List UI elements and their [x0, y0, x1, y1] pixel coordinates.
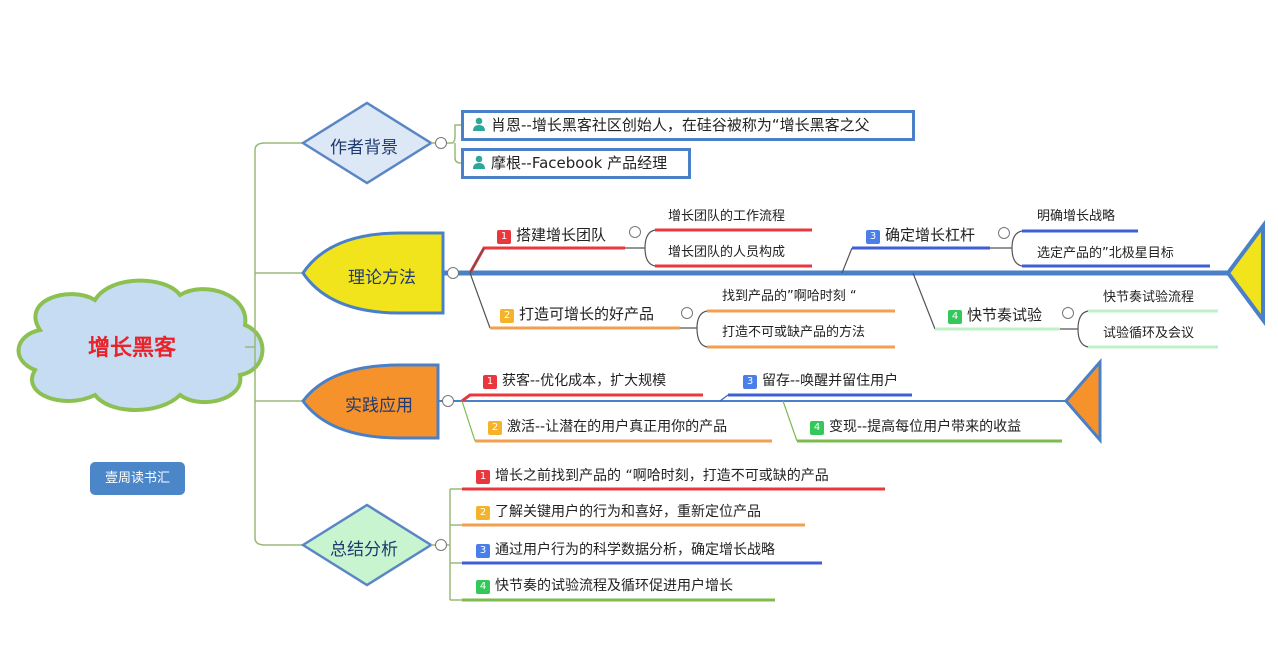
number-2-icon: 2 [476, 506, 490, 520]
person-icon [473, 117, 485, 131]
stem [245, 142, 303, 546]
brand-badge: 壹周读书汇 [90, 462, 185, 495]
number-4-icon: 4 [948, 310, 962, 324]
collapse-toggle[interactable] [435, 137, 447, 149]
theory-group[interactable]: 3 确定增长杠杆 [866, 226, 975, 244]
number-2-icon: 2 [500, 309, 514, 323]
theory-fish-head [1225, 219, 1265, 327]
summary-item[interactable]: 4 快节奏的试验流程及循环促进用户增长 [476, 577, 733, 595]
number-3-icon: 3 [743, 375, 757, 389]
theory-subitem[interactable]: 快节奏试验流程 [1103, 290, 1195, 305]
author-node[interactable]: 作者背景 [330, 138, 398, 158]
author-item-text: 肖恩--增长黑客社区创始人，在硅谷被称为“增长黑客之父 [491, 116, 870, 134]
author-item[interactable]: 肖恩--增长黑客社区创始人，在硅谷被称为“增长黑客之父 [461, 110, 915, 141]
summary-node[interactable]: 总结分析 [330, 540, 398, 560]
practice-item[interactable]: 1 获客--优化成本，扩大规模 [483, 372, 666, 390]
collapse-toggle[interactable] [681, 307, 693, 319]
theory-group[interactable]: 2 打造可增长的好产品 [500, 305, 654, 323]
number-3-icon: 3 [866, 230, 880, 244]
theory-subitem[interactable]: 增长团队的工作流程 [668, 209, 786, 224]
group-label: 快节奏试验 [967, 306, 1043, 324]
theory-subitem[interactable]: 明确增长战略 [1037, 209, 1116, 224]
root-cloud [16, 278, 265, 412]
summary-item-label: 了解关键用户的行为和喜好，重新定位产品 [495, 504, 761, 520]
practice-item[interactable]: 4 变现--提高每位用户带来的收益 [810, 418, 1021, 436]
practice-item[interactable]: 3 留存--唤醒并留住用户 [743, 372, 898, 390]
collapse-toggle[interactable] [435, 539, 447, 551]
summary-item[interactable]: 2 了解关键用户的行为和喜好，重新定位产品 [476, 503, 761, 521]
theory-node[interactable]: 理论方法 [348, 268, 416, 288]
collapse-toggle[interactable] [629, 226, 641, 238]
collapse-toggle[interactable] [998, 227, 1010, 239]
theory-subitem[interactable]: 增长团队的人员构成 [668, 245, 786, 260]
theory-subitem[interactable]: 打造不可或缺产品的方法 [722, 325, 866, 340]
number-1-icon: 1 [476, 470, 490, 484]
number-4-icon: 4 [810, 421, 824, 435]
theory-group[interactable]: 1 搭建增长团队 [497, 226, 606, 244]
theory-subitem[interactable]: 找到产品的”啊哈时刻 “ [722, 289, 857, 304]
practice-item[interactable]: 2 激活--让潜在的用户真正用你的产品 [488, 418, 727, 436]
theory-group[interactable]: 4 快节奏试验 [948, 306, 1042, 324]
practice-item-label: 激活--让潜在的用户真正用你的产品 [507, 419, 728, 435]
summary-item[interactable]: 3 通过用户行为的科学数据分析，确定增长战略 [476, 541, 775, 559]
summary-item[interactable]: 1 增长之前找到产品的 “啊哈时刻，打造不可或缺的产品 [476, 467, 829, 485]
collapse-toggle[interactable] [442, 395, 454, 407]
collapse-toggle[interactable] [447, 267, 459, 279]
practice-fish-head [1064, 357, 1102, 445]
group-label: 打造可增长的好产品 [519, 305, 655, 323]
author-item-text: 摩根--Facebook 产品经理 [491, 154, 668, 172]
number-3-icon: 3 [476, 544, 490, 558]
group-label: 搭建增长团队 [516, 226, 607, 244]
number-4-icon: 4 [476, 580, 490, 594]
author-item[interactable]: 摩根--Facebook 产品经理 [461, 148, 691, 179]
person-icon [473, 155, 485, 169]
root-title: 增长黑客 [88, 336, 177, 361]
theory-subitem[interactable]: 试验循环及会议 [1103, 326, 1195, 341]
number-1-icon: 1 [497, 230, 511, 244]
practice-item-label: 变现--提高每位用户带来的收益 [829, 419, 1022, 435]
summary-item-label: 快节奏的试验流程及循环促进用户增长 [495, 578, 733, 594]
practice-node[interactable]: 实践应用 [345, 396, 413, 416]
practice-item-label: 获客--优化成本，扩大规模 [502, 373, 667, 389]
theory-subitem[interactable]: 选定产品的”北极星目标 [1037, 246, 1174, 261]
practice-item-label: 留存--唤醒并留住用户 [762, 373, 899, 389]
summary-item-label: 通过用户行为的科学数据分析，确定增长战略 [495, 542, 775, 558]
group-label: 确定增长杠杆 [885, 226, 976, 244]
summary-item-label: 增长之前找到产品的 “啊哈时刻，打造不可或缺的产品 [495, 468, 829, 484]
number-1-icon: 1 [483, 375, 497, 389]
collapse-toggle[interactable] [1062, 307, 1074, 319]
number-2-icon: 2 [488, 421, 502, 435]
